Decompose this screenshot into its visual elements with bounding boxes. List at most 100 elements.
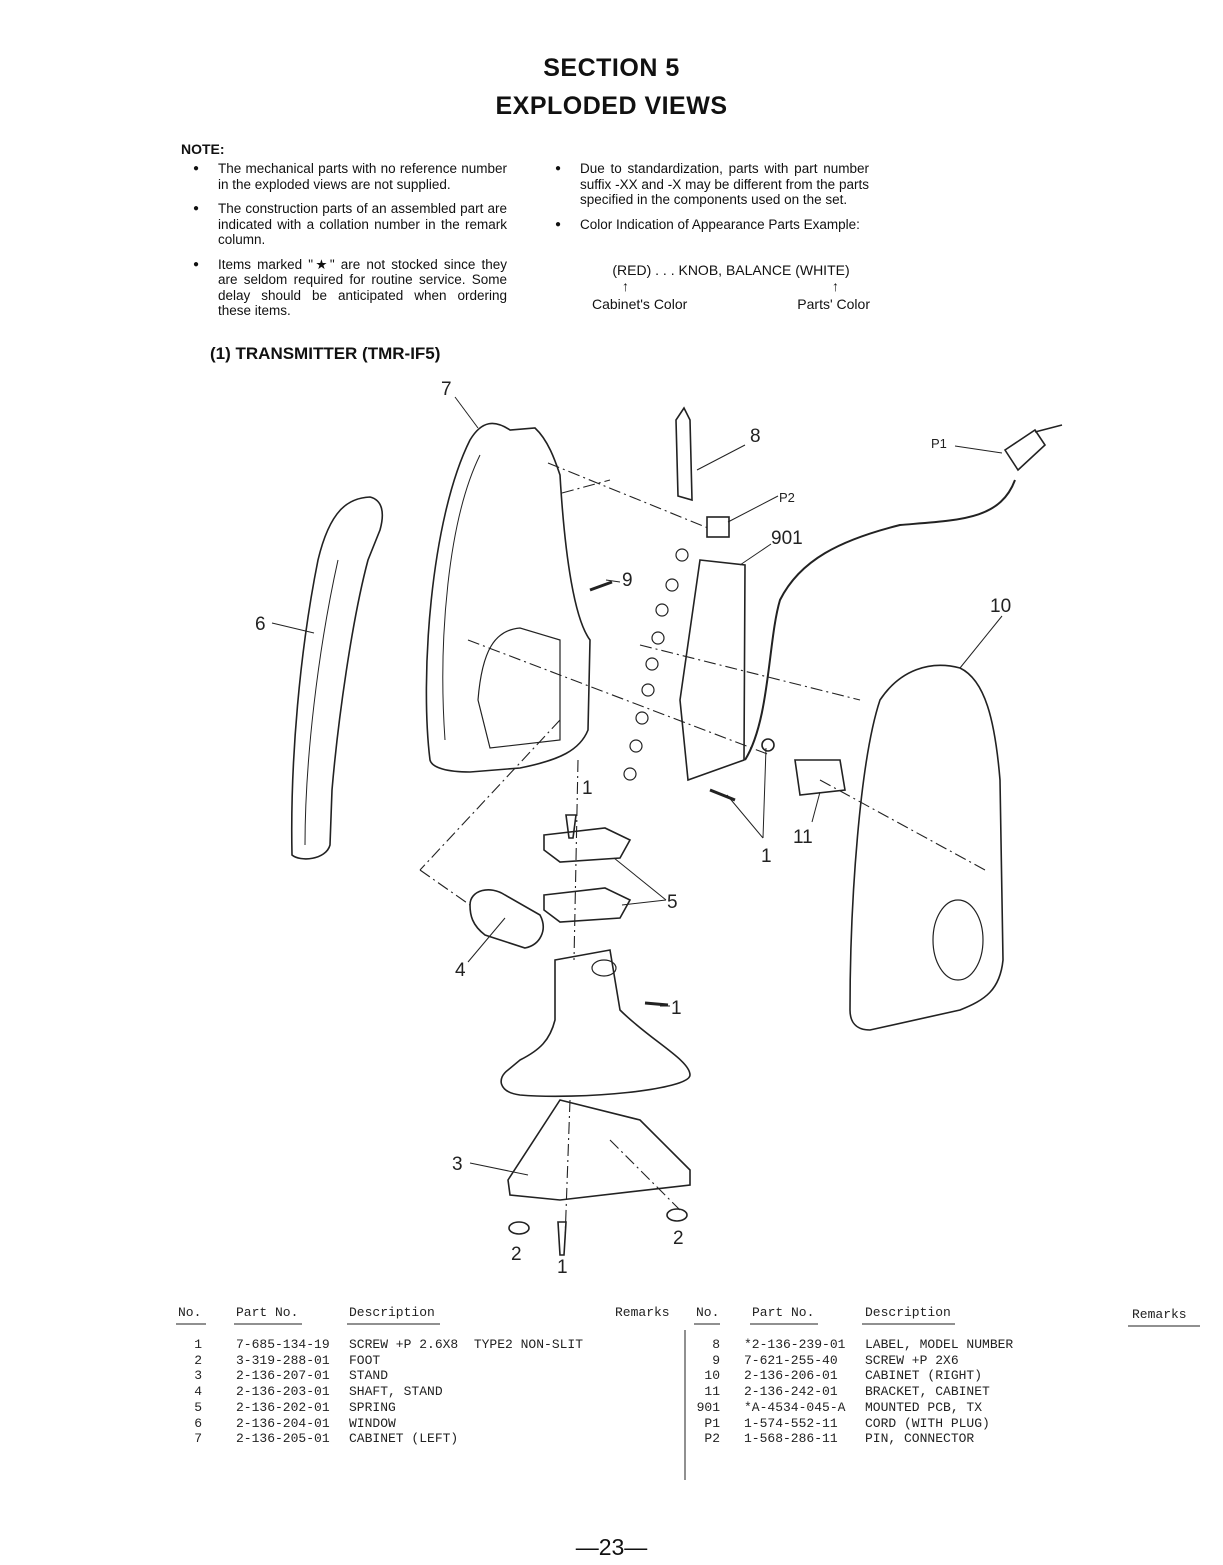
table-cell-no: 7 — [194, 1431, 202, 1447]
table-cell-no: 4 — [194, 1384, 202, 1400]
cabinet-left-drawing — [425, 422, 591, 773]
callout-2: 2 — [673, 1228, 684, 1249]
callout-1: 1 — [761, 846, 772, 867]
callout-6: 6 — [255, 614, 266, 635]
arrow-up-icon: ↑ — [832, 278, 839, 294]
table-cell-no: 10 — [704, 1368, 720, 1384]
arrow-up-icon: ↑ — [622, 278, 629, 294]
spring-upper-drawing — [543, 827, 632, 863]
col-header-desc: Description — [349, 1305, 435, 1320]
screw-drawing — [557, 1221, 567, 1256]
cabinet-left-inner — [442, 454, 481, 741]
note-item: The mechanical parts with no reference n… — [181, 161, 507, 192]
col-header-remarks: Remarks — [1132, 1307, 1187, 1322]
table-cell-no: 6 — [194, 1415, 202, 1431]
col-header-no: No. — [696, 1305, 720, 1320]
callout-9: 9 — [622, 570, 633, 591]
callout-p2: P2 — [779, 490, 795, 505]
foot-drawing — [666, 1208, 688, 1222]
table-cell-part: 2-136-206-01 — [744, 1368, 838, 1384]
note-item: Items marked "★" are not stocked since t… — [181, 257, 507, 319]
spring-lower-drawing — [543, 887, 632, 923]
col-header-remarks: Remarks — [615, 1305, 670, 1320]
table-cell-no: 3 — [194, 1368, 202, 1384]
callout-leaders — [271, 396, 1003, 1176]
table-cell-desc: WINDOW — [349, 1415, 396, 1431]
pcb-board-drawing — [679, 559, 746, 782]
label-part-drawing — [675, 406, 693, 502]
table-cell-desc: SCREW +P 2X6 — [865, 1352, 959, 1368]
plug-drawing — [1003, 424, 1063, 472]
table-cell-no: 8 — [712, 1337, 720, 1352]
table-cell-part: 7-685-134-19 — [236, 1337, 330, 1352]
window-part-drawing — [290, 496, 384, 860]
screw-drawing — [565, 814, 577, 839]
cabinet-left-opening — [477, 627, 561, 749]
callout-2: 2 — [511, 1244, 522, 1265]
cabinet-right-grille — [932, 899, 984, 981]
parts-color-label: Parts' Color — [797, 296, 870, 312]
table-cell-part: *A-4534-045-A — [744, 1399, 846, 1415]
table-cell-part: 2-136-203-01 — [236, 1384, 330, 1400]
cord-drawing — [744, 479, 1016, 761]
color-example: (RED) . . . KNOB, BALANCE (WHITE) ↑ ↑ Ca… — [592, 262, 870, 314]
page-number: —23— — [575, 1534, 648, 1560]
table-cell-no: 2 — [194, 1352, 202, 1368]
note-item: Color Indication of Appearance Parts Exa… — [543, 217, 869, 233]
table-cell-desc: CABINET (LEFT) — [349, 1431, 459, 1447]
callout-8: 8 — [750, 426, 761, 447]
callout-1: 1 — [582, 778, 593, 799]
cabinet-right-drawing — [849, 664, 1004, 1031]
callout-4: 4 — [455, 960, 466, 981]
pcb-components — [623, 548, 689, 781]
stand-top-hole — [591, 959, 617, 977]
callout-3: 3 — [452, 1154, 463, 1175]
foot-drawing — [508, 1221, 530, 1235]
col-header-part: Part No. — [236, 1305, 299, 1320]
table-cell-no: 9 — [712, 1352, 720, 1368]
window-inner-edge — [304, 559, 339, 846]
screw-drawing — [589, 580, 613, 592]
table-cell-part: 2-136-207-01 — [236, 1368, 330, 1384]
table-cell-desc: SCREW +P 2.6X8 TYPE2 NON-SLIT — [349, 1337, 584, 1352]
exploded-view-diagram: 7 8 P2 P1 901 9 6 10 1 11 1 5 4 1 3 2 2 … — [255, 379, 1063, 1278]
callout-5: 5 — [667, 892, 678, 913]
table-cell-no: 1 — [194, 1337, 202, 1352]
table-cell-part: 2-136-205-01 — [236, 1431, 330, 1447]
cabinet-color-label: Cabinet's Color — [592, 296, 688, 312]
callout-1: 1 — [557, 1257, 568, 1278]
callout-7: 7 — [441, 379, 452, 400]
table-cell-part: 3-319-288-01 — [236, 1352, 330, 1368]
screw-drawing — [644, 1001, 669, 1007]
table-cell-no: P2 — [704, 1431, 720, 1447]
table-cell-desc: STAND — [349, 1368, 389, 1384]
callout-1: 1 — [671, 998, 682, 1019]
example-line: (RED) . . . KNOB, BALANCE (WHITE) — [612, 262, 850, 278]
note-item: Due to standardization, parts with part … — [543, 161, 869, 208]
screw-drawing — [709, 788, 736, 802]
table-cell-desc: FOOT — [349, 1352, 381, 1368]
table-cell-part: 2-136-202-01 — [236, 1399, 330, 1415]
table-cell-desc: MOUNTED PCB, TX — [865, 1399, 983, 1415]
shaft-drawing — [469, 889, 544, 949]
col-header-no: No. — [178, 1305, 202, 1320]
section-heading: SECTION 5 — [543, 54, 680, 82]
notes-left: The mechanical parts with no reference n… — [181, 161, 507, 328]
assembly-guide-lines — [419, 462, 986, 1241]
stand-body-drawing — [500, 949, 691, 1098]
table-cell-no: 901 — [696, 1399, 720, 1415]
screw-head-drawing — [761, 738, 775, 752]
callout-p1: P1 — [931, 436, 947, 451]
subsection-title: (1) TRANSMITTER (TMR-IF5) — [210, 344, 441, 363]
table-cell-no: P1 — [704, 1415, 720, 1431]
note-heading: NOTE: — [181, 141, 225, 157]
col-header-part: Part No. — [752, 1305, 815, 1320]
table-cell-desc: CABINET (RIGHT) — [865, 1368, 983, 1384]
callout-11: 11 — [793, 827, 813, 848]
table-cell-desc: SHAFT, STAND — [349, 1384, 443, 1400]
table-cell-desc: PIN, CONNECTOR — [865, 1431, 975, 1447]
table-cell-desc: CORD (WITH PLUG) — [865, 1415, 990, 1431]
table-cell-part: *2-136-239-01 — [744, 1337, 846, 1352]
table-cell-no: 11 — [704, 1384, 720, 1400]
